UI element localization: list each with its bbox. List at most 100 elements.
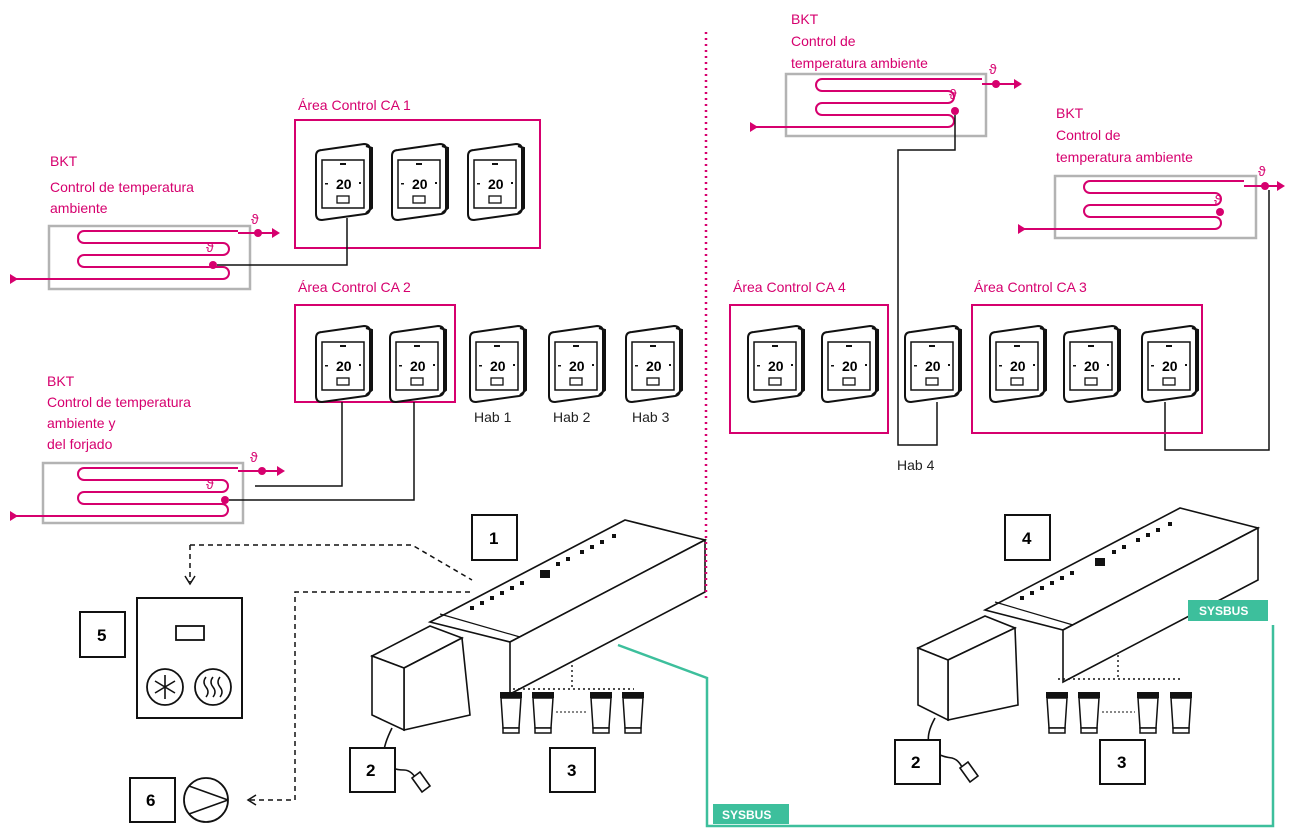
thermostat: 20 bbox=[467, 143, 525, 221]
svg-text:2: 2 bbox=[366, 761, 375, 780]
base-controller-2 bbox=[916, 507, 1261, 784]
hab-3-label: Hab 3 bbox=[632, 409, 670, 425]
badge-2: 2 bbox=[894, 739, 941, 785]
area-ca1-label: Área Control CA 1 bbox=[298, 97, 411, 113]
svg-text:20: 20 bbox=[336, 358, 352, 374]
theta-symbol: ϑ bbox=[989, 61, 997, 77]
area-control-ca3: Área Control CA 3 20 20 20 bbox=[971, 279, 1203, 434]
area-control-ca4: Área Control CA 4 20 20 bbox=[729, 279, 889, 434]
svg-text:20: 20 bbox=[336, 176, 352, 192]
badge-4: 4 bbox=[1004, 514, 1051, 561]
thermostat: 20 bbox=[1063, 325, 1121, 403]
thermostat: 20 bbox=[747, 325, 805, 403]
actuators-2 bbox=[1045, 691, 1193, 734]
svg-text:20: 20 bbox=[1162, 358, 1178, 374]
svg-text:20: 20 bbox=[768, 358, 784, 374]
svg-text:1: 1 bbox=[489, 529, 498, 548]
thermostat: 20 bbox=[821, 325, 879, 403]
svg-text:20: 20 bbox=[410, 358, 426, 374]
thermostat: 20 bbox=[1141, 325, 1199, 403]
area-ca2-label: Área Control CA 2 bbox=[298, 279, 411, 295]
theta-symbol: ϑ bbox=[949, 86, 957, 102]
wire bbox=[217, 218, 348, 266]
bkt-4-line2: temperatura ambiente bbox=[1056, 149, 1193, 165]
svg-text:5: 5 bbox=[97, 626, 106, 645]
heat-wave-icon bbox=[194, 668, 232, 706]
bkt-2-line3: del forjado bbox=[47, 436, 113, 452]
bkt-3-title: BKT bbox=[791, 11, 819, 27]
svg-text:3: 3 bbox=[1117, 753, 1126, 772]
thermostat-hab2: 20 bbox=[548, 325, 606, 403]
svg-text:6: 6 bbox=[146, 791, 155, 810]
svg-text:20: 20 bbox=[842, 358, 858, 374]
bkt-2-line1: Control de temperatura bbox=[47, 394, 191, 410]
svg-text:20: 20 bbox=[925, 358, 941, 374]
bkt-slab-4: BKT Control de temperatura ambiente ϑ ϑ bbox=[1018, 105, 1285, 240]
sysbus-line bbox=[617, 625, 1275, 828]
thermostat: 20 bbox=[315, 143, 373, 221]
theta-symbol: ϑ bbox=[250, 449, 258, 465]
bkt-slab-3: BKT Control de temperatura ambiente ϑ ϑ bbox=[750, 11, 1022, 138]
svg-text:SYSBUS: SYSBUS bbox=[1199, 604, 1248, 618]
bkt-slab-1: BKT Control de temperatura ambiente ϑ ϑ bbox=[10, 153, 280, 291]
bkt-1-title: BKT bbox=[50, 153, 78, 169]
thermostat-hab4: 20 bbox=[904, 325, 962, 403]
bkt-3-line2: temperatura ambiente bbox=[791, 55, 928, 71]
bkt-1-line1: Control de temperatura bbox=[50, 179, 194, 195]
svg-text:20: 20 bbox=[488, 176, 504, 192]
thermostat: 20 bbox=[989, 325, 1047, 403]
area-ca4-label: Área Control CA 4 bbox=[733, 279, 846, 295]
svg-text:3: 3 bbox=[567, 761, 576, 780]
svg-text:20: 20 bbox=[412, 176, 428, 192]
svg-text:20: 20 bbox=[569, 358, 585, 374]
hab-4-label: Hab 4 bbox=[897, 457, 935, 473]
bkt-slab-2: BKT Control de temperatura ambiente y de… bbox=[10, 373, 285, 525]
hab-2-label: Hab 2 bbox=[553, 409, 591, 425]
thermostat: 20 bbox=[391, 143, 449, 221]
pump-icon bbox=[183, 777, 229, 823]
badge-6: 6 bbox=[129, 777, 176, 823]
thermostat-hab1: 20 bbox=[469, 325, 527, 403]
bkt-2-title: BKT bbox=[47, 373, 75, 389]
theta-symbol: ϑ bbox=[206, 476, 214, 492]
actuators-1 bbox=[499, 691, 645, 734]
area-control-ca1: Área Control CA 1 20 20 20 bbox=[294, 97, 541, 249]
area-control-ca2: Área Control CA 2 20 20 bbox=[294, 279, 456, 403]
svg-text:2: 2 bbox=[911, 753, 920, 772]
hab-1-label: Hab 1 bbox=[474, 409, 512, 425]
svg-text:SYSBUS: SYSBUS bbox=[722, 808, 771, 822]
heat-cool-generator bbox=[136, 597, 243, 719]
thermostat: 20 bbox=[389, 325, 447, 403]
area-ca3-label: Área Control CA 3 bbox=[974, 279, 1087, 295]
sysbus-tag-left: SYSBUS bbox=[713, 804, 789, 824]
badge-3: 3 bbox=[549, 747, 596, 793]
bkt-3-line1: Control de bbox=[791, 33, 856, 49]
theta-symbol: ϑ bbox=[1258, 163, 1266, 179]
wire bbox=[897, 115, 956, 446]
bkt-4-title: BKT bbox=[1056, 105, 1084, 121]
theta-symbol: ϑ bbox=[206, 239, 214, 255]
wire bbox=[1164, 190, 1270, 451]
svg-text:20: 20 bbox=[646, 358, 662, 374]
wire bbox=[255, 402, 343, 487]
svg-text:4: 4 bbox=[1022, 529, 1032, 548]
svg-text:20: 20 bbox=[490, 358, 506, 374]
theta-symbol: ϑ bbox=[251, 211, 259, 227]
base-controller-1 bbox=[370, 519, 708, 794]
thermostat-hab3: 20 bbox=[625, 325, 683, 403]
wire bbox=[229, 402, 415, 501]
badge-2: 2 bbox=[349, 747, 396, 793]
sysbus-tag-right: SYSBUS bbox=[1188, 600, 1268, 621]
theta-symbol: ϑ bbox=[1214, 192, 1222, 208]
bkt-4-line1: Control de bbox=[1056, 127, 1121, 143]
badge-5: 5 bbox=[79, 611, 126, 658]
snowflake-icon bbox=[146, 668, 184, 706]
svg-text:20: 20 bbox=[1010, 358, 1026, 374]
badge-3: 3 bbox=[1099, 739, 1146, 785]
bkt-2-line2: ambiente y bbox=[47, 415, 115, 431]
bkt-1-line2: ambiente bbox=[50, 200, 108, 216]
svg-text:20: 20 bbox=[1084, 358, 1100, 374]
thermostat: 20 bbox=[315, 325, 373, 403]
badge-1: 1 bbox=[471, 514, 518, 561]
